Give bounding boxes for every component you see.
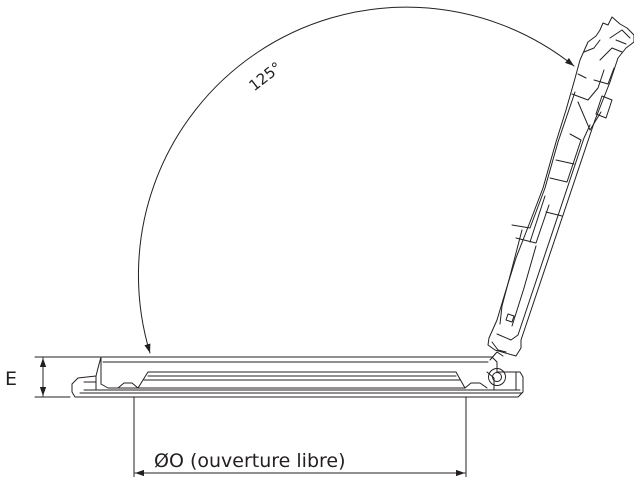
thickness-dimension [34, 356, 101, 398]
base-frame [71, 351, 524, 398]
opening-dimension [133, 396, 467, 477]
thickness-label: E [5, 368, 18, 390]
angle-arc [137, 6, 575, 354]
opening-label: ØO (ouverture libre) [154, 450, 346, 472]
opened-lid [487, 16, 634, 357]
